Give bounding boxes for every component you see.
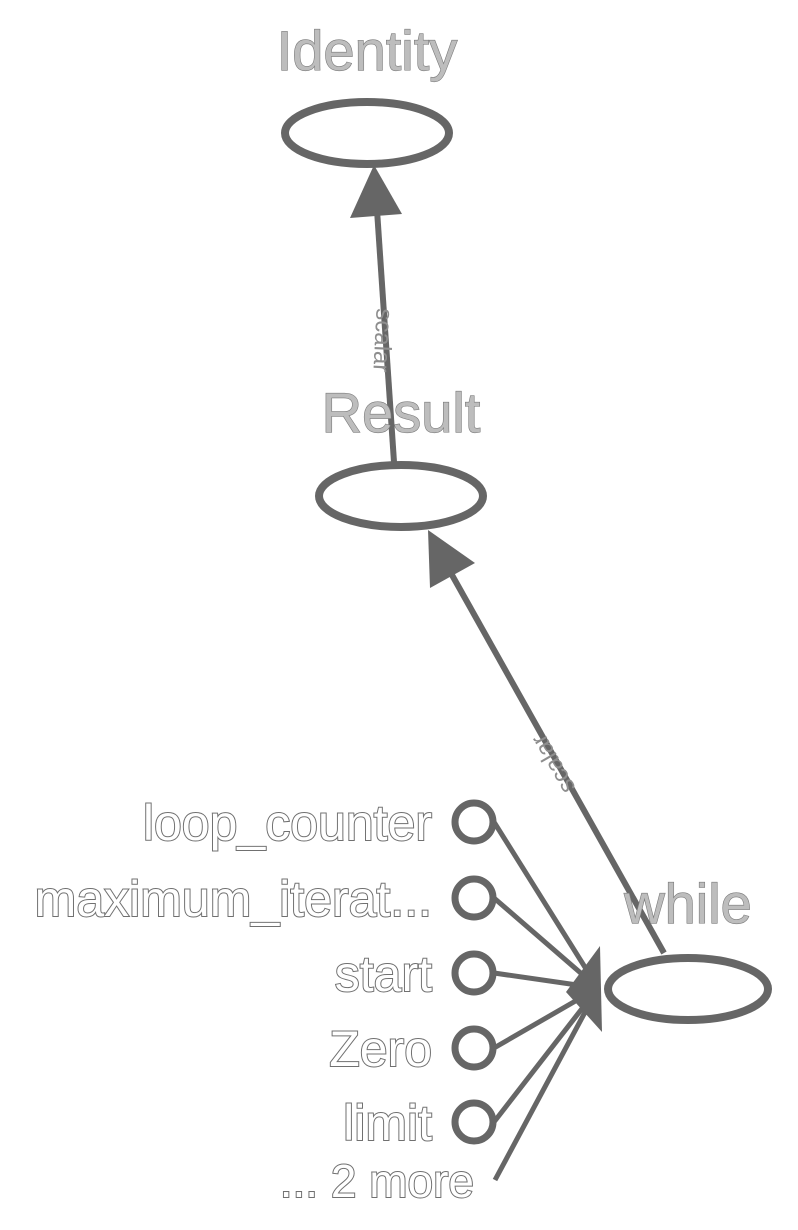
input-line-more <box>492 986 601 1182</box>
input-port-zero[interactable]: Zero <box>328 1020 497 1078</box>
arrowhead-while <box>566 946 602 1032</box>
input-label: maximum_iterat... <box>35 871 432 927</box>
arrowhead-result <box>428 530 475 588</box>
input-line-1 <box>491 820 601 990</box>
node-result-ellipse[interactable] <box>315 461 487 531</box>
input-port-maximum-iterations[interactable]: maximum_iterat... <box>34 870 497 928</box>
input-port-circle[interactable] <box>451 1099 497 1145</box>
input-label: Zero <box>329 1021 432 1077</box>
input-port-circle[interactable] <box>451 875 497 921</box>
edge-result-to-identity: scalar <box>350 165 402 463</box>
node-while-ellipse[interactable] <box>604 954 772 1024</box>
node-result[interactable]: Result <box>315 380 487 531</box>
more-inputs-label[interactable]: ... 2 more <box>279 1154 475 1208</box>
input-port-circle[interactable] <box>451 950 497 996</box>
arrowhead-identity <box>350 165 402 218</box>
input-port-loop-counter[interactable]: loop_counter <box>142 794 497 852</box>
node-identity-ellipse[interactable] <box>281 98 453 168</box>
input-port-start[interactable]: start <box>334 945 497 1003</box>
input-port-circle[interactable] <box>451 799 497 845</box>
input-port-limit[interactable]: limit <box>342 1094 497 1152</box>
node-identity[interactable]: Identity <box>276 18 458 168</box>
node-label-result: Result <box>322 381 481 444</box>
node-while[interactable]: while <box>604 871 772 1024</box>
input-label: start <box>335 946 432 1002</box>
input-label: limit <box>343 1095 432 1151</box>
node-label-identity: Identity <box>277 19 458 82</box>
edge-label-result-identity: scalar <box>367 308 397 373</box>
node-label-while: while <box>623 872 752 935</box>
input-line-5 <box>492 986 600 1124</box>
input-connections <box>491 820 602 1182</box>
edge-label-while-result: scalar <box>526 729 581 798</box>
input-port-circle[interactable] <box>451 1025 497 1071</box>
input-label: loop_counter <box>143 795 432 851</box>
